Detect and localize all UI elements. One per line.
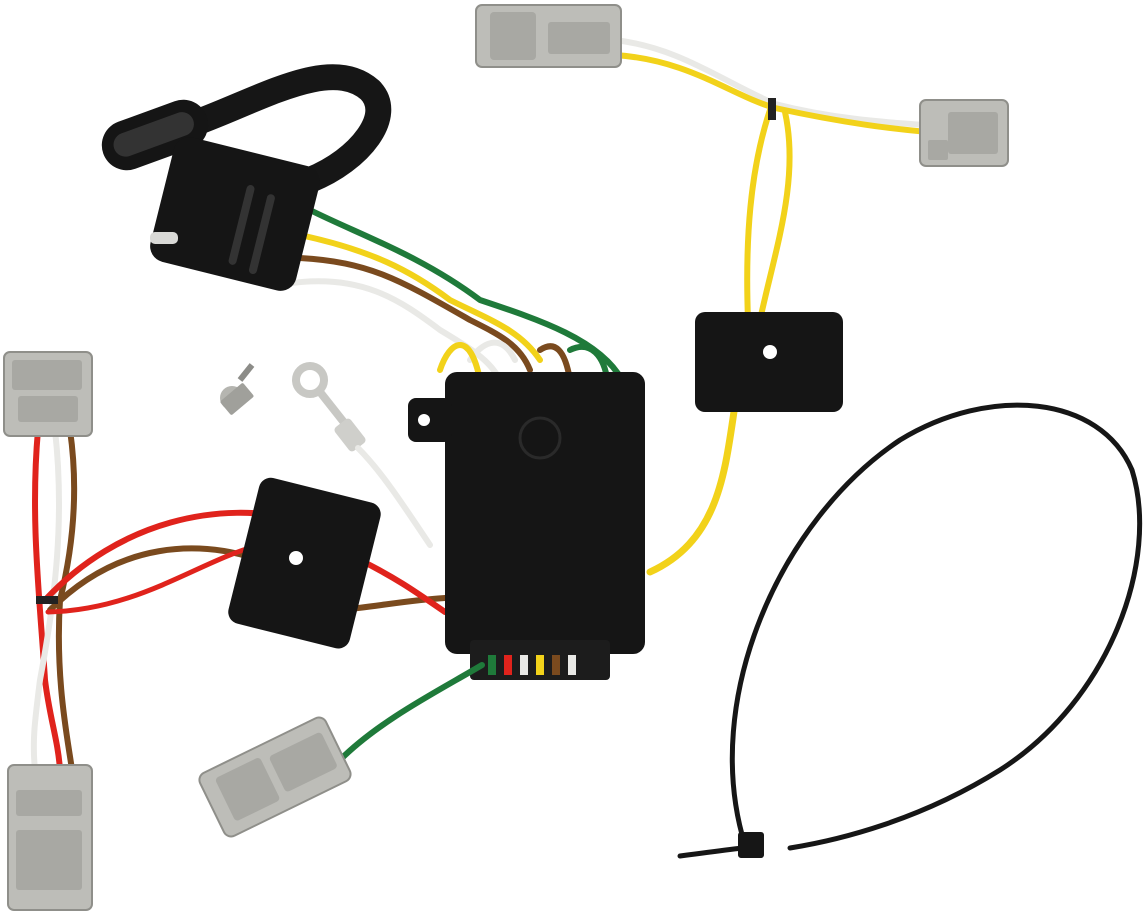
mounting-tab-left — [228, 477, 381, 649]
top-right-harness — [475, 4, 1009, 576]
ring-terminal — [292, 362, 433, 548]
mounting-tab-right — [695, 312, 843, 412]
gray-connector-top — [475, 4, 622, 68]
cable-tie — [677, 402, 1143, 859]
flat-4-way-connector — [101, 64, 625, 383]
left-harness — [3, 351, 448, 911]
gray-connector-bottom — [198, 716, 352, 838]
self-tapping-screw — [220, 363, 255, 415]
gray-connector-right — [919, 99, 1009, 167]
converter-module — [337, 339, 645, 763]
gray-connector-left-bottom — [7, 764, 93, 911]
gray-connector-left-top — [3, 351, 93, 437]
